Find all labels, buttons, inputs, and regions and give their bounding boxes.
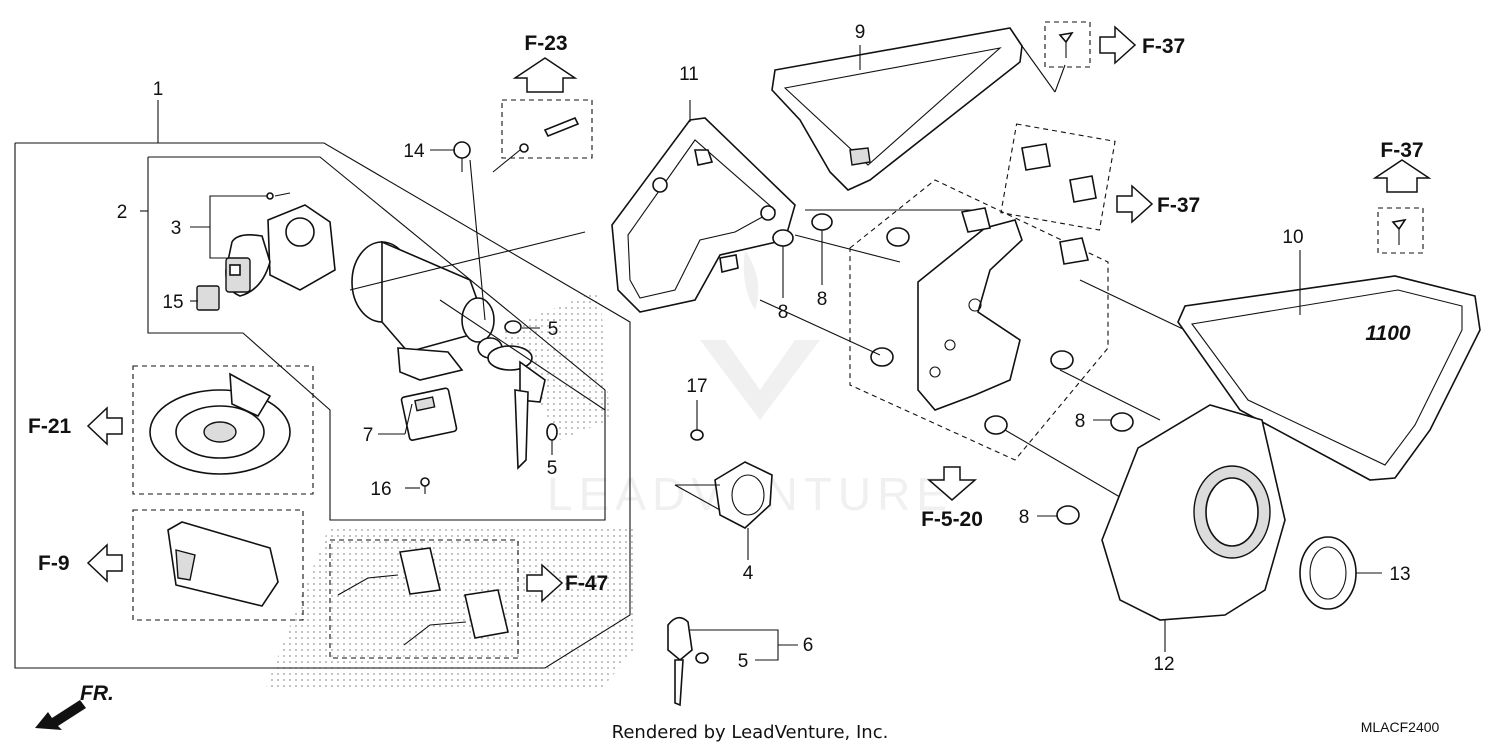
ref-f37-right[interactable]: F-37 — [1380, 139, 1423, 162]
callout-16: 16 — [370, 479, 391, 500]
fuel-cap-group — [132, 365, 314, 495]
rubber-part-4 — [674, 461, 773, 529]
bolt-part-16 — [420, 477, 430, 494]
callout-7: 7 — [363, 425, 374, 446]
callout-17: 17 — [686, 376, 707, 397]
reference-codes: F-23 F-37 F-37 F-37 F-21 F-9 F-47 F-5-20… — [28, 32, 1424, 705]
footer-credit: Rendered by LeadVenture, Inc. — [612, 722, 889, 743]
arrow-down-f520[interactable] — [926, 466, 978, 501]
callout-8a: 8 — [778, 302, 789, 323]
callout-6: 6 — [803, 635, 814, 656]
ref-f520[interactable]: F-5-20 — [921, 508, 983, 531]
ref-arrows — [35, 25, 1432, 730]
callout-10: 10 — [1282, 227, 1303, 248]
callout-13: 13 — [1389, 564, 1410, 585]
key-cylinder-assembly — [349, 159, 606, 470]
arrow-right-f37-top[interactable] — [1099, 25, 1137, 65]
arrow-left-f21[interactable] — [86, 406, 123, 446]
callout-labels: 1 2 3 4 5 5 5 6 7 8 8 8 8 9 10 11 12 13 … — [117, 22, 1411, 675]
callout-5b: 5 — [547, 458, 558, 479]
diagram-code: MLACF2400 — [1361, 719, 1440, 735]
arrow-right-f37-mid[interactable] — [1116, 184, 1154, 224]
side-cover-part-10: 1100 — [1177, 275, 1481, 481]
grommet-parts — [772, 213, 1134, 525]
fr-direction-arrow — [35, 700, 86, 730]
callout-5a: 5 — [548, 319, 559, 340]
inner-cover-part-11 — [611, 117, 796, 313]
upper-trim-part-9 — [771, 27, 1023, 191]
washer-parts — [504, 320, 709, 664]
arrow-up-f23[interactable] — [512, 57, 578, 93]
callout-4: 4 — [743, 563, 754, 584]
callout-8c: 8 — [1075, 411, 1086, 432]
ref-f37-top[interactable]: F-37 — [1142, 35, 1185, 58]
ignition-switch-assembly — [196, 192, 336, 311]
key-part-6 — [667, 616, 693, 707]
ref-f21[interactable]: F-21 — [28, 415, 72, 438]
lower-cover-part-12 — [1101, 404, 1286, 621]
leader-lines — [140, 45, 1382, 661]
callout-3: 3 — [171, 218, 182, 239]
ref-f47[interactable]: F-47 — [565, 572, 608, 595]
bolt-part-17 — [690, 429, 704, 441]
arrow-right-f47[interactable] — [526, 563, 564, 603]
ref-f9[interactable]: F-9 — [38, 552, 70, 575]
callout-8b: 8 — [817, 289, 828, 310]
seat-lock-group — [132, 509, 304, 621]
cover-lock-group — [329, 539, 519, 659]
callout-8d: 8 — [1019, 507, 1030, 528]
mounting-bracket — [759, 123, 1186, 501]
callout-1: 1 — [153, 79, 164, 100]
cap-part-13 — [1299, 536, 1357, 610]
cable-detail — [492, 99, 593, 173]
emblem-text: 1100 — [1365, 322, 1410, 345]
ref-f37-mid[interactable]: F-37 — [1157, 194, 1200, 217]
callout-9: 9 — [855, 22, 866, 43]
ref-f23[interactable]: F-23 — [524, 32, 567, 55]
arrow-left-f9[interactable] — [86, 543, 123, 583]
callout-14: 14 — [403, 141, 425, 162]
callout-2: 2 — [117, 202, 128, 223]
arrow-up-f37-right[interactable] — [1372, 159, 1432, 193]
screw-part-14 — [453, 141, 471, 172]
callout-15: 15 — [162, 292, 183, 313]
direction-label: FR. — [80, 682, 114, 705]
screw-clips — [1044, 21, 1424, 254]
callout-5c: 5 — [738, 651, 749, 672]
callout-12: 12 — [1153, 654, 1174, 675]
callout-11: 11 — [679, 64, 699, 85]
assembly-frame-1 — [14, 100, 631, 669]
